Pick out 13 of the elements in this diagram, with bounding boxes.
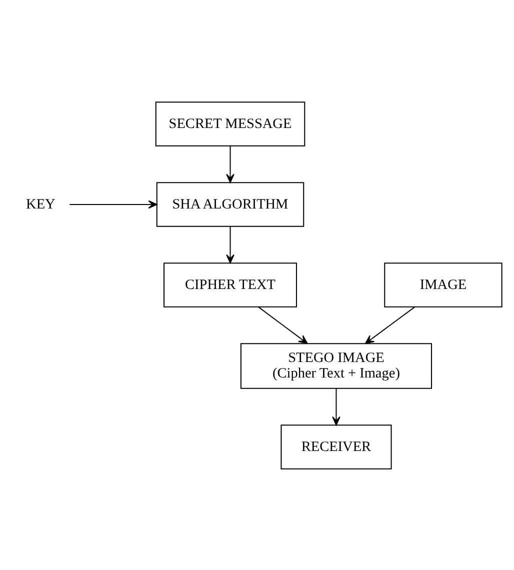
node-box: IMAGE (384, 262, 502, 307)
arrow (70, 200, 158, 208)
arrow (226, 146, 234, 182)
arrow (226, 226, 234, 263)
node-text: KEY (26, 196, 56, 212)
node-box: SHA ALGORITHM (156, 182, 304, 226)
node-box: SECRET MESSAGE (155, 101, 306, 146)
arrow (332, 388, 340, 425)
arrow (365, 306, 416, 344)
node-box: CIPHER TEXT (164, 262, 297, 307)
arrow (258, 306, 308, 344)
node-box: RECEIVER (280, 424, 392, 469)
node-box: STEGO IMAGE (Cipher Text + Image) (240, 342, 432, 388)
